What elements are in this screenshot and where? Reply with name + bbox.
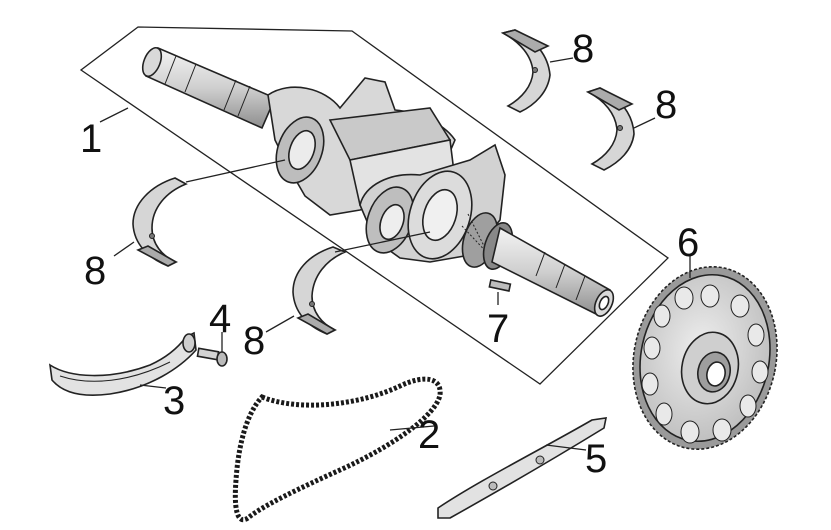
callout-4: 4 [209, 297, 231, 341]
bolt[interactable] [196, 347, 228, 367]
callout-2: 2 [418, 413, 440, 457]
callout-3: 3 [163, 379, 185, 423]
flywheel-holes [641, 284, 769, 444]
bearing-shell-top-2[interactable] [585, 87, 635, 171]
callout-8-left: 8 [84, 249, 106, 293]
crankshaft[interactable] [139, 45, 617, 319]
chain-tensioner-guide[interactable] [48, 331, 197, 397]
callout-8-bottom: 8 [243, 319, 265, 363]
bearing-shell-left[interactable] [132, 177, 188, 267]
callout-8-top-2: 8 [655, 83, 677, 127]
callout-7: 7 [487, 307, 509, 351]
timing-chain[interactable] [232, 376, 443, 523]
chain-guide[interactable] [437, 417, 608, 519]
assembly-outline [79, 26, 670, 385]
callout-6: 6 [677, 221, 699, 265]
callout-1: 1 [80, 117, 102, 161]
leader-lines [99, 57, 691, 451]
bearing-shell-top-1[interactable] [500, 29, 551, 113]
callout-8-top-1: 8 [572, 27, 594, 71]
flywheel-gear[interactable] [616, 253, 793, 463]
callout-5: 5 [585, 437, 607, 481]
woodruff-key[interactable] [488, 279, 512, 292]
bearing-shell-bottom[interactable] [292, 246, 348, 335]
